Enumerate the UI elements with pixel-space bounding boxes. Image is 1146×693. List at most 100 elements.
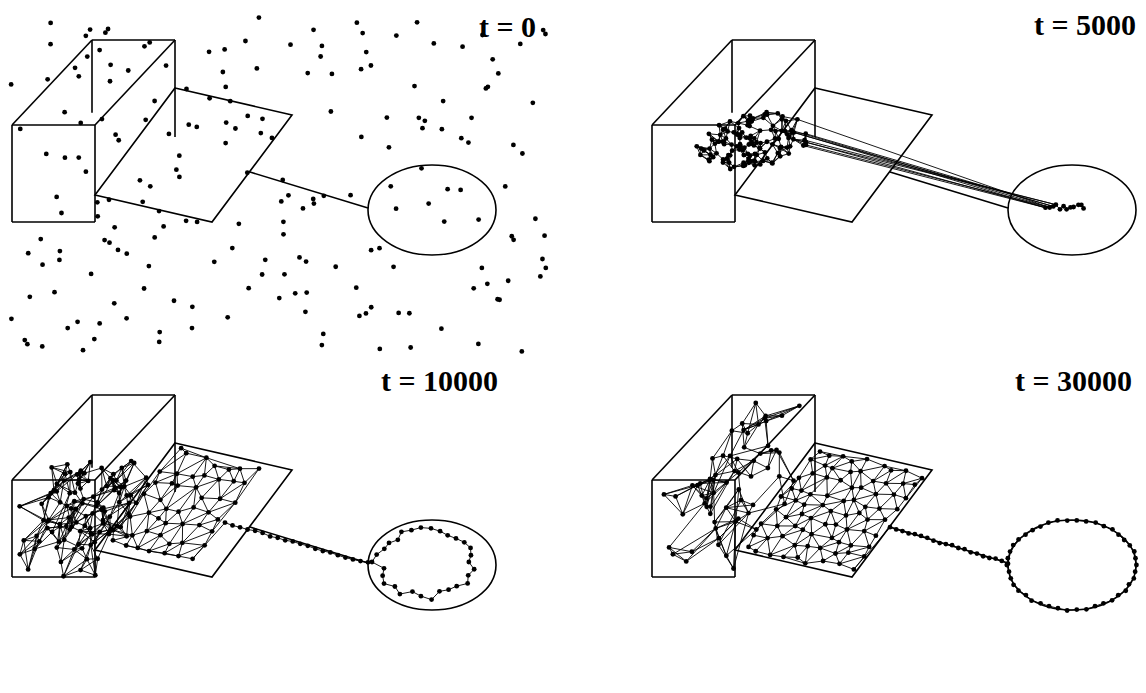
network-edge xyxy=(860,471,862,488)
network-unit xyxy=(85,54,90,59)
network-unit xyxy=(140,199,145,204)
network-unit xyxy=(1071,205,1076,210)
network-edge xyxy=(804,504,823,505)
network-unit xyxy=(26,567,31,572)
network-unit xyxy=(126,68,131,73)
network-unit xyxy=(392,584,397,589)
network-unit xyxy=(245,527,250,532)
network-edge xyxy=(715,459,737,475)
network-unit xyxy=(446,587,451,592)
network-edge xyxy=(832,456,843,468)
network-unit xyxy=(786,151,791,156)
network-edge xyxy=(24,540,28,569)
network-unit xyxy=(157,209,162,214)
network-edge xyxy=(147,518,159,531)
network-unit xyxy=(429,526,434,531)
network-edge xyxy=(873,466,884,481)
network-unit xyxy=(190,474,195,479)
network-unit xyxy=(333,264,338,269)
network-unit xyxy=(230,246,235,251)
network-unit xyxy=(254,66,259,71)
network-edge xyxy=(88,462,90,481)
network-unit xyxy=(460,44,465,49)
network-unit xyxy=(540,257,545,262)
network-edge xyxy=(847,529,851,545)
network-unit xyxy=(34,534,39,539)
network-edge xyxy=(220,481,234,499)
network-edge xyxy=(846,500,854,515)
network-edge xyxy=(760,452,779,454)
network-unit xyxy=(382,581,387,586)
network-unit xyxy=(468,546,473,551)
network-unit xyxy=(194,485,199,490)
network-unit xyxy=(82,523,87,528)
network-unit xyxy=(223,520,228,525)
network-edge xyxy=(742,403,755,424)
network-unit xyxy=(387,145,392,150)
network-unit xyxy=(257,466,262,471)
network-unit xyxy=(290,539,295,544)
network-unit xyxy=(442,219,447,224)
panel xyxy=(652,40,1136,255)
network-unit xyxy=(710,137,715,142)
network-unit xyxy=(104,484,109,489)
network-unit xyxy=(153,480,158,485)
network-unit xyxy=(81,348,86,353)
network-edge xyxy=(179,487,197,511)
network-unit xyxy=(138,178,143,183)
box-edge xyxy=(652,40,732,125)
network-unit xyxy=(161,224,166,229)
network-unit xyxy=(458,188,463,193)
network-edge xyxy=(848,553,864,557)
network-unit xyxy=(761,115,766,120)
network-unit xyxy=(320,44,325,49)
network-edge xyxy=(149,500,161,513)
network-edge xyxy=(149,535,160,551)
network-unit xyxy=(175,471,180,476)
network-edge xyxy=(683,485,698,514)
network-edge xyxy=(782,526,795,536)
network-unit xyxy=(718,132,723,137)
network-unit xyxy=(410,589,415,594)
network-edge xyxy=(810,518,812,534)
network-unit xyxy=(176,554,181,559)
network-unit xyxy=(142,44,147,49)
network-unit xyxy=(107,514,112,519)
network-unit xyxy=(101,518,106,523)
network-unit xyxy=(382,566,387,571)
network-edge xyxy=(98,534,109,559)
network-unit xyxy=(41,518,46,523)
network-edge xyxy=(240,468,259,469)
network-edge xyxy=(823,561,839,564)
network-unit xyxy=(765,139,770,144)
network-unit xyxy=(415,20,420,25)
network-unit xyxy=(61,574,66,579)
network-unit xyxy=(466,573,471,578)
network-unit xyxy=(207,49,212,54)
network-unit xyxy=(318,54,323,59)
network-unit xyxy=(412,84,417,89)
network-unit xyxy=(78,529,83,534)
network-unit xyxy=(260,116,265,121)
network-unit xyxy=(770,142,775,147)
network-unit xyxy=(364,311,369,316)
network-unit xyxy=(179,446,184,451)
network-unit xyxy=(99,466,104,471)
network-edge xyxy=(714,456,730,493)
network-unit xyxy=(97,48,102,53)
network-edge xyxy=(105,503,129,511)
network-unit xyxy=(95,200,100,205)
network-edge xyxy=(181,448,206,458)
network-unit xyxy=(764,110,769,115)
network-unit xyxy=(86,479,91,484)
network-unit xyxy=(176,509,181,514)
network-edge xyxy=(130,513,149,517)
network-unit xyxy=(485,281,490,286)
network-unit xyxy=(93,573,98,578)
network-edge xyxy=(851,531,864,545)
network-edge xyxy=(110,493,119,517)
network-unit xyxy=(46,495,51,500)
network-edge xyxy=(130,517,132,536)
network-edge xyxy=(177,453,186,474)
network-unit xyxy=(729,142,734,147)
